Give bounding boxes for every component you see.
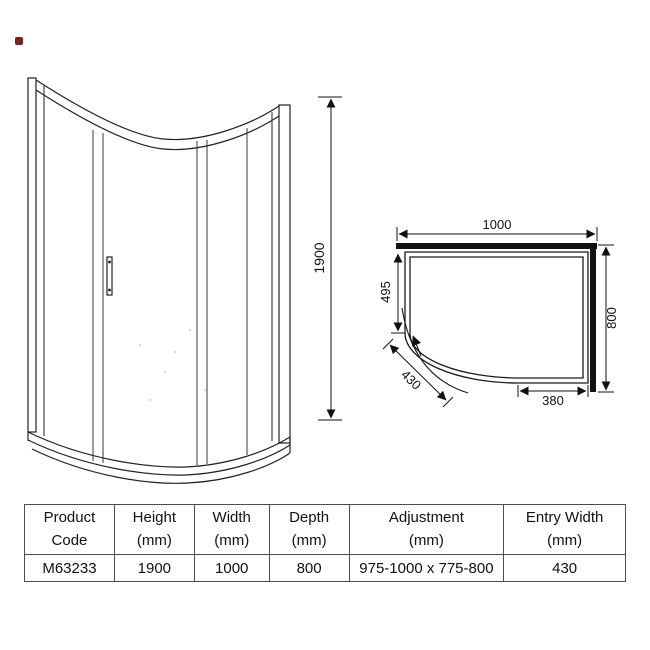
plan-entry-label: 430 [398, 367, 424, 393]
enclosure-elevation-drawing [27, 77, 291, 484]
height-dimension-label: 1900 [311, 242, 327, 273]
header-line: Width [212, 509, 251, 526]
plan-bottom-label: 380 [542, 393, 564, 408]
spec-table-header: Product Code Height (mm) Width (mm) Dept… [24, 504, 626, 555]
header-line: (mm) [291, 531, 327, 549]
glass-reflection-texture [138, 328, 207, 402]
plan-left-dimension: 495 [378, 253, 405, 334]
plan-view-drawing [396, 243, 597, 394]
left-frame-post [27, 77, 37, 433]
header-line: Product [43, 509, 96, 526]
cell-depth: 800 [268, 554, 350, 582]
shower-tray [27, 431, 291, 484]
col-header-height: Height (mm) [113, 504, 195, 555]
plan-depth-dimension: 800 [598, 244, 619, 393]
cell-height: 1900 [113, 554, 195, 582]
header-line: (mm) [408, 531, 444, 549]
top-rail-inner [35, 89, 280, 151]
col-header-depth: Depth (mm) [268, 504, 350, 555]
plan-bottom-dimension: 380 [517, 385, 589, 408]
header-line: (mm) [214, 531, 250, 549]
header-line: (mm) [136, 531, 172, 549]
logo-mark [15, 37, 23, 45]
header-line: Entry Width [525, 509, 604, 526]
plan-width-label: 1000 [483, 217, 512, 232]
col-header-product-code: Product Code [24, 504, 115, 555]
plan-width-dimension: 1000 [396, 217, 598, 241]
header-line: Height [132, 509, 177, 526]
table-row: M63233 1900 1000 800 975-1000 x 775-800 … [24, 554, 626, 582]
cell-product-code: M63233 [24, 554, 115, 582]
plan-right-wall [590, 243, 596, 392]
cell-width: 1000 [193, 554, 270, 582]
plan-tray-outline-outer [404, 251, 589, 384]
col-header-width: Width (mm) [193, 504, 270, 555]
plan-depth-label: 800 [604, 307, 619, 329]
header-line: Code [51, 531, 88, 549]
header-line: (mm) [547, 531, 583, 549]
spec-table: Product Code Height (mm) Width (mm) Dept… [24, 504, 626, 582]
top-rail-outer [35, 79, 280, 141]
plan-left-label: 495 [378, 281, 393, 303]
cell-entry-width: 430 [503, 554, 626, 582]
right-frame-post [278, 104, 291, 444]
col-header-adjustment: Adjustment (mm) [348, 504, 505, 555]
height-dimension: 1900 [311, 96, 342, 421]
door-handle [106, 256, 113, 296]
cell-adjustment: 975-1000 x 775-800 [348, 554, 505, 582]
header-line: Depth [289, 509, 330, 526]
frame-inner-lines [43, 86, 273, 441]
header-line: Adjustment [388, 509, 464, 526]
col-header-entry-width: Entry Width (mm) [503, 504, 626, 555]
glass-panel-lines [92, 128, 248, 465]
plan-top-wall [396, 243, 597, 249]
